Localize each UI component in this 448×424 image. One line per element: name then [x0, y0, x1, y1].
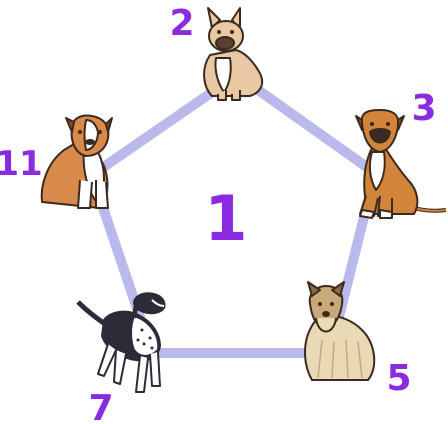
vertex-label-7: 7	[88, 388, 113, 424]
vertex-label-3: 3	[411, 88, 436, 129]
english-bulldog-icon	[42, 116, 112, 209]
vertex-label-5: 5	[386, 358, 411, 399]
spotted-pointer-dog-icon	[78, 293, 165, 392]
vertex-label-2: 2	[169, 3, 194, 44]
center-number: 1	[204, 182, 247, 255]
vertex-label-11: 11	[0, 144, 43, 184]
french-bulldog-icon	[204, 8, 262, 100]
yorkshire-terrier-icon	[305, 282, 374, 380]
